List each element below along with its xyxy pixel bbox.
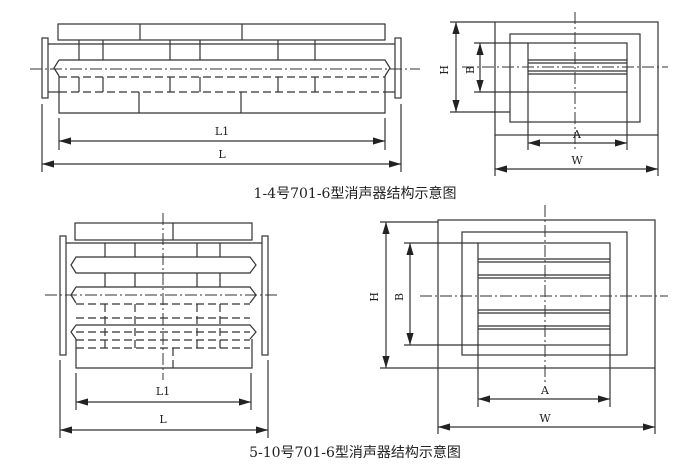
fig1-side-view: L1 L — [30, 23, 420, 172]
l1-label: L1 — [215, 125, 229, 138]
figure1-caption: 1-4号701-6型消声器结构示意图 — [254, 185, 457, 202]
a-label: A — [572, 128, 582, 141]
h-label: H — [438, 65, 451, 75]
w-label: W — [571, 154, 583, 167]
fig1-end-view: H B A W — [438, 12, 668, 176]
l1-label: L1 — [156, 385, 170, 398]
l-label: L — [159, 413, 167, 426]
fig2-side-view: L1 L — [45, 213, 280, 438]
b-label: B — [464, 66, 477, 74]
w-label: W — [539, 412, 551, 425]
figure2-caption: 5-10号701-6型消声器结构示意图 — [249, 444, 461, 461]
fig2-end-view: H B A W — [368, 205, 668, 434]
a-label: A — [540, 384, 550, 397]
l-label: L — [218, 148, 226, 161]
h-label: H — [368, 292, 381, 302]
b-label: B — [393, 293, 406, 301]
